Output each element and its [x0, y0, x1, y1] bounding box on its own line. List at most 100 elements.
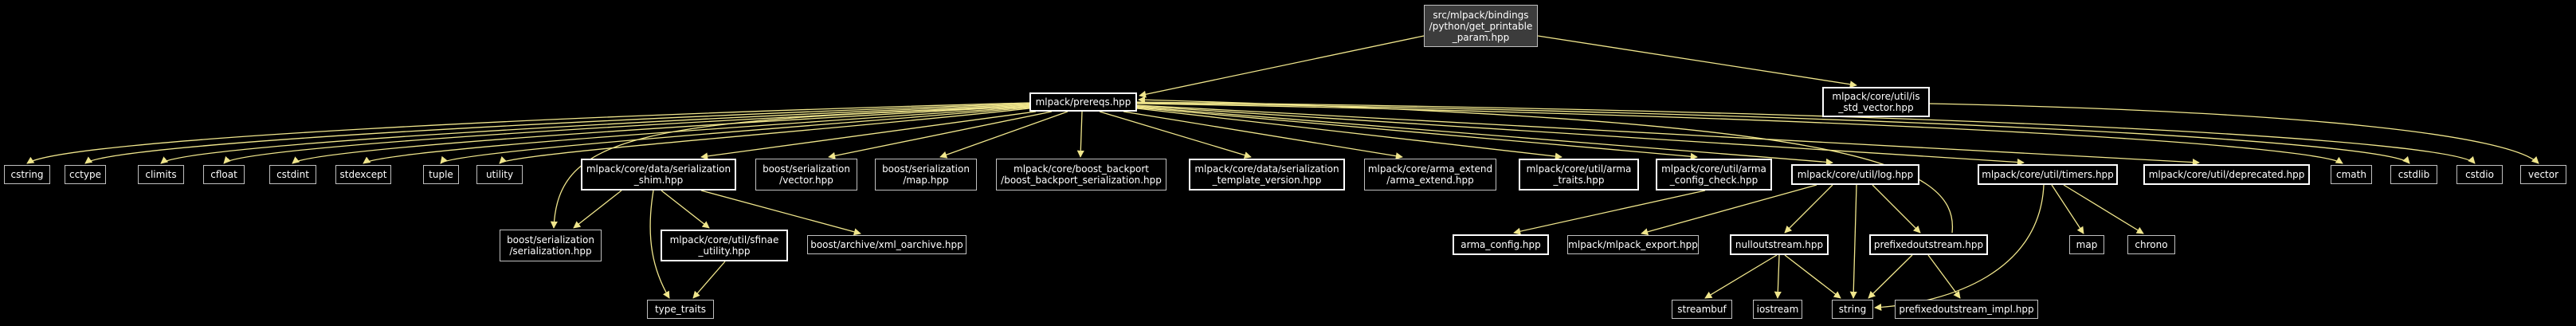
node-label: chrono — [2135, 239, 2168, 250]
node-cmath: cmath — [2331, 165, 2372, 184]
node-timers[interactable]: mlpack/core/util/timers.hpp — [1978, 164, 2118, 185]
node-label-line: _utility.hpp — [698, 245, 751, 257]
node-arma-config-check[interactable]: mlpack/core/util/arma _config_check.hpp — [1656, 159, 1772, 190]
node-label: arma_config.hpp — [1461, 239, 1541, 250]
node-label: streambuf — [1677, 304, 1727, 315]
edge-prereqs-to-serialization-shim — [700, 111, 1037, 160]
node-nulloutstream[interactable]: nulloutstream.hpp — [1730, 234, 1829, 255]
node-vector: vector — [2520, 165, 2566, 184]
edge-nulloutstream-to-iostream — [1774, 254, 1782, 299]
node-prefixedoutstream[interactable]: prefixedoutstream.hpp — [1869, 234, 1988, 255]
node-label-line: mlpack/core/util/arma — [1661, 163, 1766, 175]
node-log[interactable]: mlpack/core/util/log.hpp — [1791, 164, 1919, 185]
node-label: mlpack/core/util/log.hpp — [1797, 169, 1914, 180]
edge-log-to-nulloutstream — [1784, 184, 1833, 234]
edge-prereqs-to-boost-map — [939, 111, 1068, 159]
edge-prereqs-to-boost-serialization — [550, 106, 1030, 229]
edge-prereqs-to-serialization-template-version — [1099, 111, 1252, 159]
edge-prefixedoutstream-to-impl — [1927, 254, 1961, 299]
node-label: cstring — [10, 169, 44, 180]
node-label-line: _std_vector.hpp — [1838, 102, 1914, 113]
node-mlpack-export: mlpack/mlpack_export.hpp — [1567, 235, 1699, 254]
node-label: cstdint — [276, 169, 309, 180]
node-climits: climits — [138, 165, 184, 184]
edge-timers-to-chrono — [2063, 184, 2144, 234]
node-label: mlpack/core/util/deprecated.hpp — [2148, 169, 2305, 180]
edge-shim-to-boost-serialization — [573, 190, 622, 229]
edge-is-std-vector-to-vector — [1929, 103, 2539, 164]
node-prereqs[interactable]: mlpack/prereqs.hpp — [1029, 92, 1137, 112]
node-arma-config[interactable]: arma_config.hpp — [1453, 234, 1549, 255]
node-utility: utility — [476, 165, 523, 184]
node-sfinae-utility[interactable]: mlpack/core/util/sfinae _utility.hpp — [661, 230, 788, 261]
node-root: src/mlpack/bindings /python/get_printabl… — [1424, 5, 1538, 47]
node-xml-oarchive: boost/archive/xml_oarchive.hpp — [807, 235, 966, 254]
node-label: iostream — [1756, 304, 1799, 315]
edge-prefixedoutstream-to-string — [1868, 254, 1913, 299]
edge-root-to-is-std-vector — [1537, 35, 1857, 88]
node-serialization-shim[interactable]: mlpack/core/data/serialization _shim.hpp — [581, 159, 736, 190]
edge-log-to-prefixedoutstream — [1872, 184, 1921, 234]
edge-arma-config-check-to-arma-config — [1513, 190, 1706, 235]
edge-root-to-prereqs — [1139, 35, 1425, 98]
node-label-line: /serialization.hpp — [509, 245, 592, 257]
node-is-std-vector[interactable]: mlpack/core/util/is _std_vector.hpp — [1822, 87, 1930, 117]
node-label: nulloutstream.hpp — [1735, 239, 1824, 250]
node-boost-map: boost/serialization /map.hpp — [875, 159, 977, 190]
node-label-line: _traits.hpp — [1553, 175, 1605, 186]
node-label: climits — [145, 169, 177, 180]
node-deprecated[interactable]: mlpack/core/util/deprecated.hpp — [2143, 164, 2310, 185]
edge-prereqs-to-boost-vector — [828, 111, 1053, 159]
node-arma-traits[interactable]: mlpack/core/util/arma _traits.hpp — [1519, 159, 1639, 190]
node-label: type_traits — [654, 304, 707, 315]
node-boost-backport-serialization: mlpack/core/boost_backport /boost_backpo… — [996, 159, 1166, 190]
node-label-line: boost/serialization — [763, 163, 850, 175]
node-label-line: mlpack/core/data/serialization — [1194, 163, 1339, 175]
node-label-line: _shim.hpp — [633, 175, 684, 186]
node-label: stdexcept — [339, 169, 387, 180]
edge-prereqs-to-tuple — [440, 107, 1030, 164]
edge-shim-to-xml-oarchive — [700, 190, 861, 236]
node-label: mlpack/core/util/timers.hpp — [1982, 169, 2114, 180]
node-label-line: /arma_extend.hpp — [1386, 175, 1474, 186]
node-tuple: tuple — [423, 165, 459, 184]
edge-shim-to-sfinae — [661, 190, 710, 229]
edge-timers-to-map — [2051, 184, 2084, 234]
node-prereqs-label: mlpack/prereqs.hpp — [1035, 96, 1131, 108]
node-label: cfloat — [210, 169, 237, 180]
node-label: utility — [485, 169, 514, 180]
edge-prereqs-to-cstdlib — [1136, 102, 2410, 164]
node-boost-serialization: boost/serialization /serialization.hpp — [500, 230, 602, 261]
node-label: cstdlib — [2398, 169, 2430, 180]
node-prefixedoutstream-impl: prefixedoutstream_impl.hpp — [1895, 300, 2038, 319]
node-label: boost/archive/xml_oarchive.hpp — [810, 239, 963, 250]
node-label-line: _config_check.hpp — [1669, 175, 1759, 186]
edge-prereqs-to-cctype — [84, 103, 1030, 164]
node-label: cctype — [69, 169, 101, 180]
node-label-line: /map.hpp — [903, 175, 949, 186]
node-label: vector — [2527, 169, 2559, 180]
edge-prereqs-to-cfloat — [223, 104, 1030, 164]
edge-prereqs-to-utility — [499, 108, 1030, 164]
node-arma-extend: mlpack/core/arma_extend /arma_extend.hpp — [1364, 159, 1496, 190]
edge-prereqs-to-stdexcept — [363, 106, 1030, 164]
node-label: mlpack/mlpack_export.hpp — [1568, 239, 1698, 250]
edge-prereqs-to-cmath — [1136, 103, 2343, 164]
node-type-traits: type_traits — [647, 300, 714, 319]
edge-nulloutstream-to-string — [1784, 254, 1841, 299]
edge-prereqs-to-climits — [160, 104, 1030, 164]
edge-prereqs-to-deprecated — [1136, 104, 2200, 167]
edge-prereqs-to-arma-traits — [1136, 108, 1562, 160]
node-label-line: mlpack/core/data/serialization — [586, 163, 731, 175]
node-root-line: src/mlpack/bindings — [1433, 9, 1529, 21]
node-label-line: boost/serialization — [507, 234, 594, 245]
node-iostream: iostream — [1753, 300, 1802, 319]
node-label-line: mlpack/core/util/sfinae — [669, 234, 779, 245]
edge-prereqs-to-arma-config-check — [1136, 107, 1698, 160]
edge-shim-to-type-traits — [649, 190, 670, 299]
node-streambuf: streambuf — [1672, 300, 1732, 319]
node-label-line: mlpack/core/util/is — [1832, 91, 1920, 102]
node-serialization-template-version[interactable]: mlpack/core/data/serialization _template… — [1189, 159, 1345, 190]
